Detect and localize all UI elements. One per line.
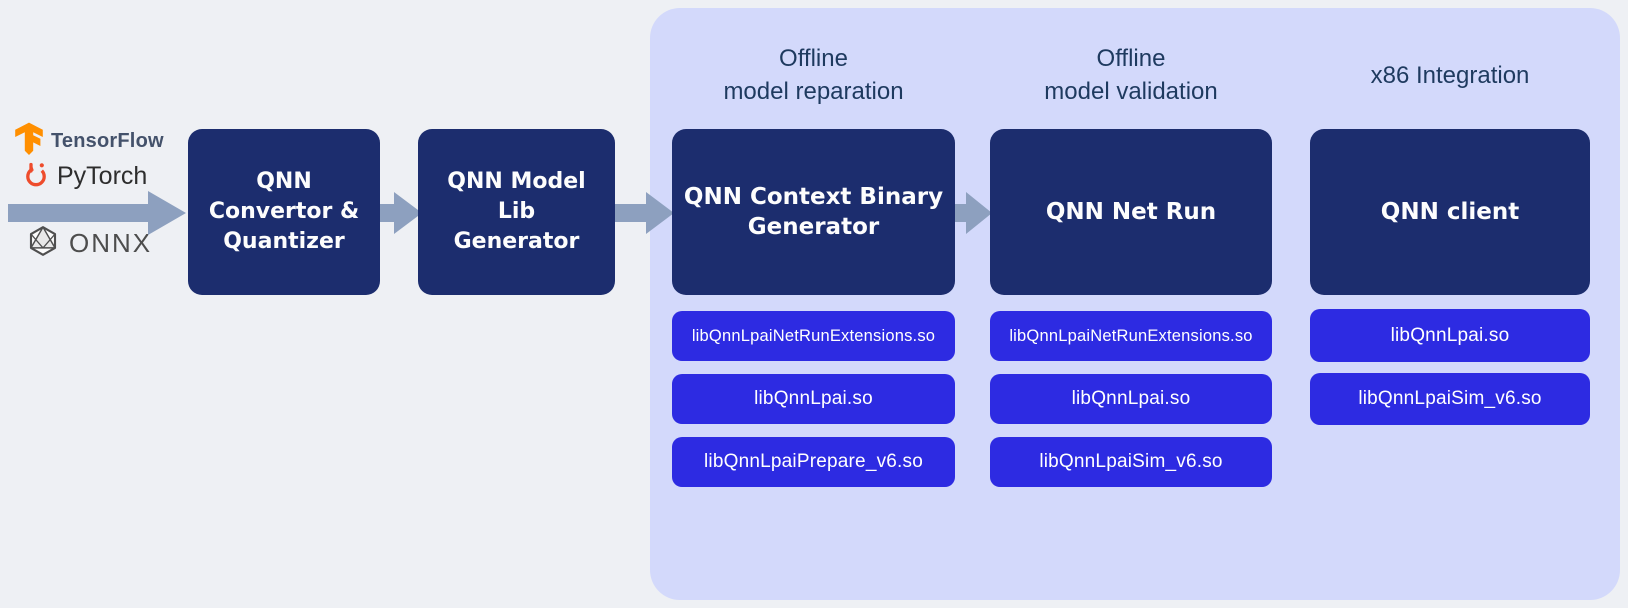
lib-label: libQnnLpai.so — [1071, 388, 1191, 409]
lib-label: libQnnLpai.so — [1390, 324, 1510, 346]
lib-libqnnlpaisim-col3: libQnnLpaiSim_v6.so — [1310, 373, 1590, 425]
lib-label: libQnnLpaiNetRunExtensions.so — [1009, 326, 1253, 345]
source-tensorflow: TensorFlow — [14, 122, 164, 160]
stage-qnn-net-run: QNN Net Run — [990, 129, 1272, 295]
stage-label-line: Quantizer — [223, 229, 345, 254]
stage-label-line: Generator — [747, 214, 880, 240]
tensorflow-label: TensorFlow — [51, 129, 164, 152]
stage-qnn-client: QNN client — [1310, 129, 1590, 295]
stage-qnn-model-lib-generator: QNN Model Lib Generator — [418, 129, 615, 295]
stage-label-line: QNN — [256, 169, 312, 194]
column-title-line: x86 Integration — [1370, 62, 1530, 89]
pytorch-icon — [22, 160, 50, 193]
arrow-modellib-to-contextbinary — [612, 192, 674, 234]
onnx-label: ONNX — [69, 228, 153, 258]
lib-libqnnlpai-col1: libQnnLpai.so — [672, 374, 955, 424]
stage-label-line: QNN Context Binary — [683, 184, 944, 210]
column-title-model-validation: Offline model validation — [990, 42, 1272, 108]
stage-label-line: QNN client — [1380, 199, 1520, 225]
lib-libqnnlpai-col3: libQnnLpai.so — [1310, 309, 1590, 362]
stage-label-line: Generator — [453, 229, 580, 254]
lib-libqnnlpaisim-col2: libQnnLpaiSim_v6.so — [990, 437, 1272, 487]
lib-libqnnlpaiprepare-col1: libQnnLpaiPrepare_v6.so — [672, 437, 955, 487]
column-title-x86-integration: x86 Integration — [1310, 59, 1590, 92]
arrow-contextbinary-to-netrun — [953, 192, 992, 234]
onnx-icon — [26, 224, 60, 263]
arrow-sources-to-convertor — [8, 191, 186, 235]
lib-label: libQnnLpaiNetRunExtensions.so — [691, 326, 936, 345]
column-title-line: Offline — [779, 45, 848, 72]
column-title-line: Offline — [1096, 45, 1166, 72]
stage-label-line: Convertor & — [208, 199, 360, 224]
offline-tools-panel — [650, 8, 1620, 600]
lib-label: libQnnLpaiPrepare_v6.so — [703, 451, 924, 472]
lib-libqnnlpainetrunextensions-col1: libQnnLpaiNetRunExtensions.so — [672, 311, 955, 361]
stage-label-line: QNN Model — [447, 169, 586, 194]
column-title-line: model validation — [1044, 78, 1218, 105]
arrow-convertor-to-modellib — [377, 192, 422, 234]
column-title-model-reparation: Offline model reparation — [672, 42, 955, 108]
lib-label: libQnnLpai.so — [754, 388, 873, 409]
lib-label: libQnnLpaiSim_v6.so — [1039, 451, 1223, 472]
stage-qnn-convertor-quantizer: QNN Convertor & Quantizer — [188, 129, 380, 295]
stage-label-line: Lib — [497, 199, 536, 224]
source-pytorch: PyTorch — [22, 160, 147, 193]
source-onnx: ONNX — [26, 224, 152, 263]
column-title-line: model reparation — [723, 78, 904, 105]
stage-label-line: QNN Net Run — [1045, 199, 1217, 225]
tensorflow-icon — [14, 122, 44, 160]
lib-label: libQnnLpaiSim_v6.so — [1358, 388, 1542, 409]
lib-libqnnlpai-col2: libQnnLpai.so — [990, 374, 1272, 424]
pytorch-label: PyTorch — [57, 162, 148, 190]
lib-libqnnlpainetrunextensions-col2: libQnnLpaiNetRunExtensions.so — [990, 311, 1272, 361]
stage-qnn-context-binary-generator: QNN Context Binary Generator — [672, 129, 955, 295]
